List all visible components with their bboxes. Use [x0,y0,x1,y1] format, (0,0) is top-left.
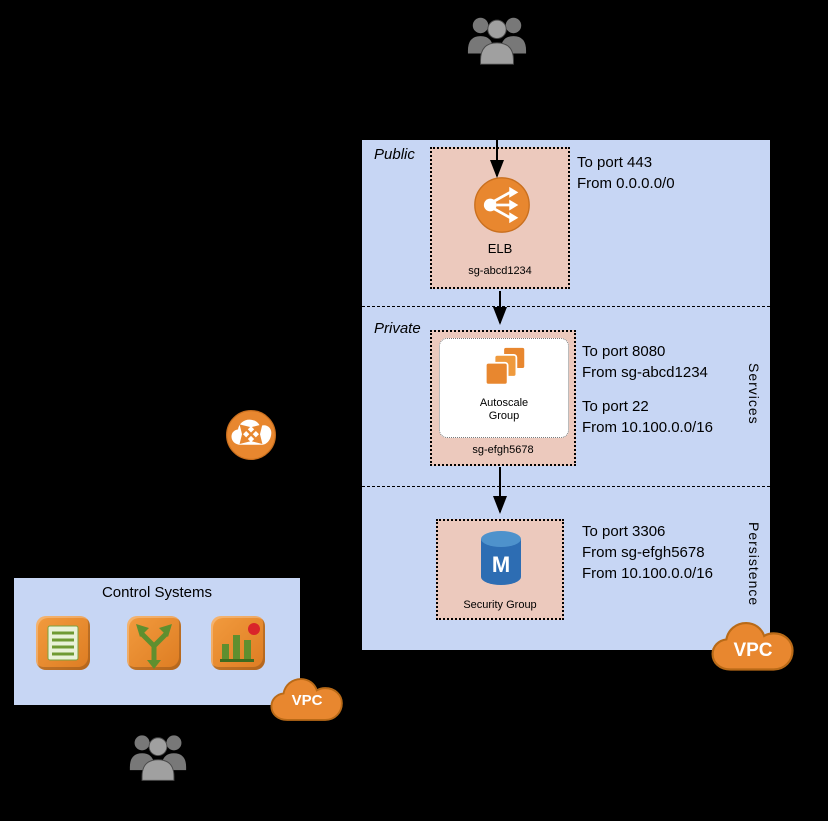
database-rules-text: To port 3306 From sg-efgh5678 From 10.10… [582,523,713,582]
ec2-instances-icon [477,344,533,392]
users-icon-bottom [128,728,188,784]
control-systems-title: Control Systems [101,584,213,601]
vpc-cloud-badge: VPC [710,614,796,682]
autoscale-sg-id: sg-efgh5678 [472,444,534,456]
autoscale-group-frame: Autoscale Group [439,338,569,438]
services-tier-label: Services [746,363,762,425]
monitoring-chart-icon [211,616,265,670]
public-zone-label: Public [374,146,415,163]
elastic-load-balancer-icon [473,176,531,234]
private-zone-label: Private [374,320,421,337]
vpc-badge-label: VPC [733,640,773,661]
autoscale-rules-bottom-text: To port 22 From 10.100.0.0/16 [582,398,713,436]
elb-label: ELB [487,241,513,256]
control-systems-box: Control Systems [14,578,300,705]
public-private-divider [362,306,770,307]
persistence-tier-label: Persistence [746,522,762,607]
vpc-badge-small-label: VPC [291,692,323,709]
vpc-cloud-badge-small: VPC [268,676,346,726]
elb-rules-text: To port 443 From 0.0.0.0/0 [577,154,675,192]
db-security-group-label: Security Group [463,599,537,611]
elb-sg-id: sg-abcd1234 [468,265,532,277]
branching-arrows-icon [127,616,181,670]
db-letter: M [492,552,510,577]
vpc-router-icon [225,409,277,461]
autoscale-label-line1: Autoscale [479,397,529,409]
elb-security-group-box: ELB sg-abcd1234 [430,147,570,289]
config-list-icon [36,616,90,670]
autoscale-rules-top-text: To port 8080 From sg-abcd1234 [582,343,708,381]
autoscale-security-group-box: Autoscale Group sg-efgh5678 [430,330,576,466]
autoscale-label-line2: Group [488,410,520,422]
users-icon [466,10,528,68]
services-persistence-divider [362,486,770,487]
rds-mysql-instance-icon: M [475,529,527,587]
database-security-group-box: M Security Group [436,519,564,620]
